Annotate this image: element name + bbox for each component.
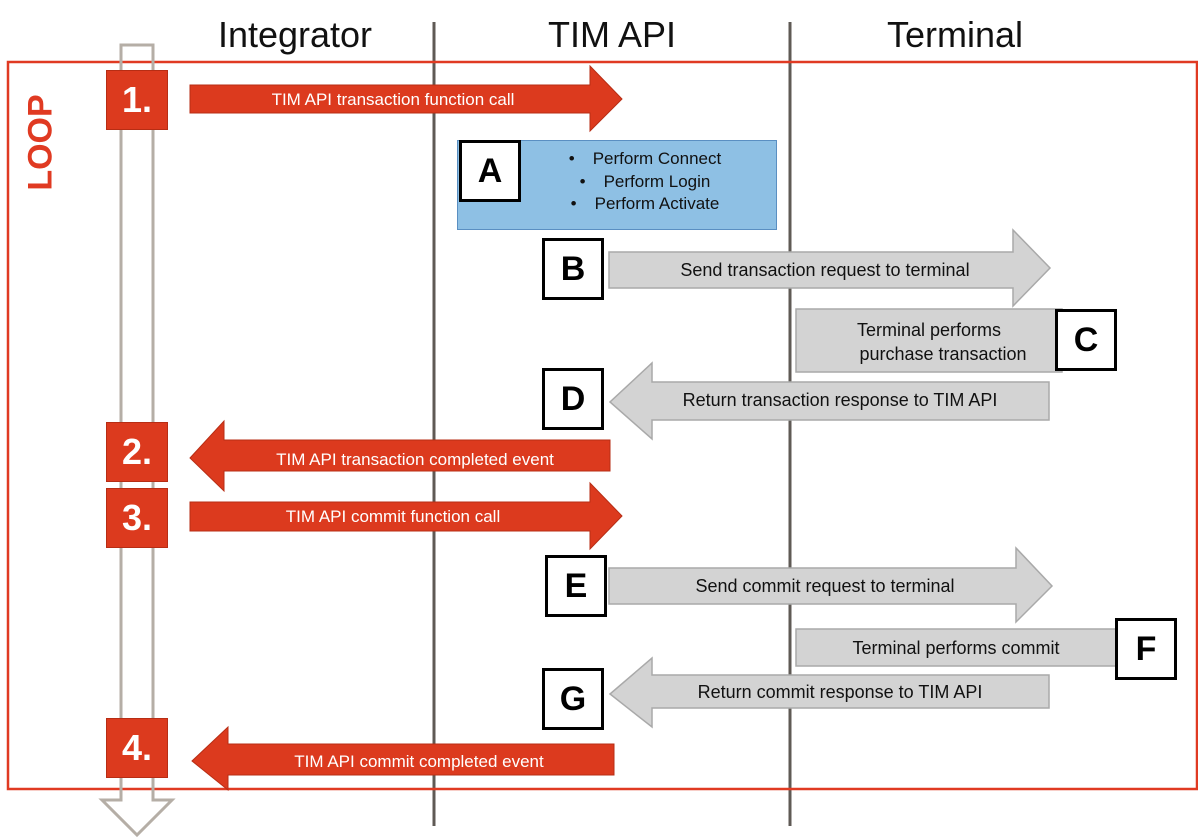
loop-label-text: LOOP <box>21 93 60 191</box>
arrow-substep-g <box>608 656 1050 729</box>
arrow-step-3 <box>189 481 623 551</box>
list-item: Perform Activate <box>515 193 775 216</box>
loop-frame <box>6 60 1198 791</box>
step-label-3: TIM API commit function call <box>285 507 501 526</box>
step-number-3: 3. <box>106 488 168 548</box>
substep-label-g: Return commit response to TIM API <box>697 682 983 702</box>
timeline-arrow <box>98 43 176 838</box>
column-header-terminal: Terminal <box>886 14 1024 55</box>
column-header-tim-api: TIM API <box>547 14 677 55</box>
arrow-step-4 <box>191 725 615 792</box>
list-item: Perform Login <box>515 171 775 194</box>
step-label-1: TIM API transaction function call <box>271 90 515 109</box>
arrow-step-2 <box>189 419 611 493</box>
column-header-integrator: Integrator <box>217 14 373 55</box>
letter-box-d: D <box>542 368 604 430</box>
arrow-step-1 <box>189 64 623 133</box>
substep-label-d: Return transaction response to TIM API <box>682 390 998 410</box>
arrow-substep-e <box>608 546 1054 624</box>
substep-label-c-line2: purchase transaction <box>859 344 1027 364</box>
substep-label-c-line1: Terminal performs <box>856 320 1002 340</box>
loop-label: LOOP <box>18 86 64 198</box>
list-item-label: Perform Activate <box>594 194 720 213</box>
step-number-2: 2. <box>106 422 168 482</box>
letter-box-g: G <box>542 668 604 730</box>
letter-box-b: B <box>542 238 604 300</box>
list-item-label: Perform Login <box>603 171 711 191</box>
arrow-substep-d <box>608 361 1050 441</box>
letter-box-c: C <box>1055 309 1117 371</box>
letter-box-f: F <box>1115 618 1177 680</box>
substep-label-b: Send transaction request to terminal <box>680 260 970 280</box>
letter-box-a: A <box>459 140 521 202</box>
list-item: Perform Connect <box>515 148 775 171</box>
substep-label-e: Send commit request to terminal <box>695 576 955 596</box>
step-number-4: 4. <box>106 718 168 778</box>
step-label-2: TIM API transaction completed event <box>276 450 554 469</box>
list-item-label: Perform Connect <box>592 149 722 168</box>
substep-label-f: Terminal performs commit <box>852 638 1060 658</box>
block-a-list: Perform Connect Perform Login Perform Ac… <box>515 148 775 216</box>
arrow-substep-b <box>608 228 1052 308</box>
step-number-1: 1. <box>106 70 168 130</box>
letter-box-e: E <box>545 555 607 617</box>
box-substep-c <box>795 308 1063 373</box>
step-label-4: TIM API commit completed event <box>294 752 544 771</box>
